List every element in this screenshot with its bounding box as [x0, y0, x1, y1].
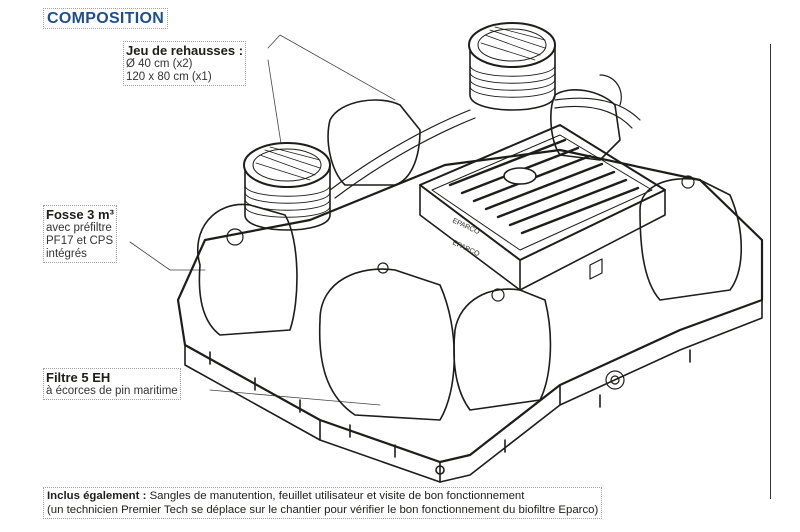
- large-lid: [419, 124, 666, 291]
- handling-straps: [329, 74, 641, 199]
- tank-base: [176, 148, 764, 483]
- bottom-note-text-1: Sangles de manutention, feuillet utilisa…: [149, 490, 525, 502]
- riser-right: [468, 22, 556, 111]
- label-rehausses: Jeu de rehausses : Ø 40 cm (x2) 120 x 80…: [123, 41, 247, 86]
- rehausses-line-2: 120 x 80 cm (x1): [126, 71, 212, 83]
- label-filtre: Filtre 5 EH à écorces de pin maritime: [43, 368, 181, 400]
- filtre-title: Filtre 5 EH: [46, 370, 111, 385]
- tank-lobes: [197, 89, 742, 421]
- leader-lines: [129, 34, 396, 406]
- filtre-line-1: à écorces de pin maritime: [46, 385, 178, 397]
- rehausses-title: Jeu de rehausses :: [126, 43, 244, 58]
- rehausses-line-1: Ø 40 cm (x2): [126, 58, 193, 70]
- lid-brand-text-2: EPARCO: [451, 239, 481, 258]
- composition-heading: COMPOSITION: [43, 8, 169, 29]
- fittings: [226, 175, 695, 390]
- fosse-line-2: PF17 et CPS: [46, 235, 114, 247]
- label-fosse: Fosse 3 m³ avec préfiltre PF17 et CPS in…: [43, 205, 117, 263]
- bottom-note-bold: Inclus également :: [47, 490, 147, 502]
- bottom-note: Inclus également : Sangles de manutentio…: [43, 487, 603, 519]
- right-divider: [770, 44, 771, 499]
- fosse-title: Fosse 3 m³: [46, 207, 114, 222]
- bottom-note-line-1: Inclus également : Sangles de manutentio…: [47, 489, 598, 503]
- riser-left: [243, 142, 331, 231]
- fosse-line-3: intégrés: [46, 248, 87, 260]
- bottom-note-line-2: (un technicien Premier Tech se déplace s…: [47, 504, 599, 516]
- fosse-line-1: avec préfiltre: [46, 222, 112, 234]
